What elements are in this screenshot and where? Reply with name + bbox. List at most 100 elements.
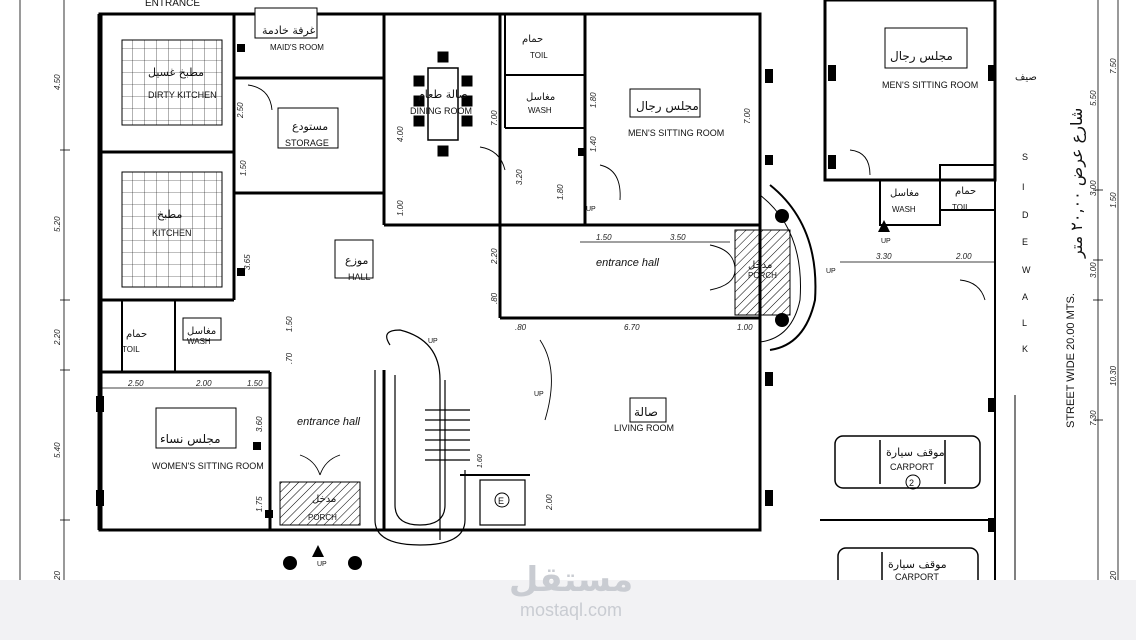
dim-text: 1.50 — [247, 379, 263, 388]
room-en-carport-1: CARPORT — [890, 462, 934, 472]
dim-text: 2.50 — [236, 102, 245, 119]
dim-text: 5.20 — [53, 216, 62, 232]
dim-text: 7.30 — [1089, 410, 1098, 426]
dim-text: 5.50 — [1089, 90, 1098, 106]
maids-room-tag — [254, 7, 318, 39]
room-ar-maids: غرفة خادمة — [262, 24, 316, 37]
car-number-circle — [905, 474, 921, 490]
room-ar-womens: مجلس نساء — [160, 432, 221, 447]
sidewalk-letter: A — [1022, 292, 1028, 302]
dim-text: 7.00 — [743, 108, 752, 124]
dim-text: 4.00 — [396, 126, 405, 142]
dim-text: 1.80 — [556, 184, 565, 200]
dim-text: .70 — [285, 352, 294, 364]
porch-right-floor — [734, 229, 791, 316]
dim-text: 2.20 — [490, 248, 499, 265]
dim-text: 1.75 — [255, 496, 264, 512]
dim-text: 1.60 — [477, 454, 484, 468]
mens-sitting-1-tag — [629, 88, 701, 118]
up-label: UP — [317, 561, 327, 568]
room-en-entrance-hall-1: entrance hall — [596, 257, 660, 269]
watermark-logo: مستقل — [508, 560, 634, 600]
dim-text: 3.30 — [876, 252, 892, 261]
dim-text: 10.30 — [1109, 365, 1118, 386]
sidewalk-letter: E — [1022, 237, 1028, 247]
dim-text: 2.50 — [127, 379, 144, 388]
staircase — [374, 329, 526, 546]
up-arrow-icon — [312, 545, 324, 557]
room-en-storage: STORAGE — [285, 138, 329, 148]
carport-cars — [834, 435, 981, 580]
dim-text: 1.00 — [396, 200, 405, 216]
room-ar-dining: صالة طعام — [418, 88, 468, 101]
room-en-wash-top: WASH — [528, 106, 552, 115]
room-en-entrance-hall-2: entrance hall — [297, 416, 361, 428]
dim-text: 1.50 — [1109, 192, 1118, 208]
up-label: UP — [881, 238, 891, 245]
up-label: UP — [534, 391, 544, 398]
room-en-mens-2: MEN'S SITTING ROOM — [882, 80, 978, 90]
dining-table — [413, 51, 473, 157]
dim-text: 6.70 — [624, 323, 640, 332]
room-en-porch-1: PORCH — [748, 271, 777, 280]
room-labels: ENTRANCE غرفة خادمة MAID'S ROOM مطبخ غسي… — [122, 0, 1037, 580]
dim-text: 3.20 — [515, 169, 524, 185]
bay-curve-inner — [759, 194, 801, 343]
up-label: UP — [428, 338, 438, 345]
room-en-kitchen: KITCHEN — [152, 228, 192, 238]
sidewalk-letter: K — [1022, 344, 1028, 354]
elevator-circle — [494, 492, 510, 508]
dim-text: 5.40 — [53, 442, 62, 458]
elevator-label: E — [498, 496, 504, 506]
dim-text: 20 — [53, 571, 62, 580]
car-number: 2 — [909, 478, 914, 488]
floor-plan-sheet: ENTRANCE غرفة خادمة MAID'S ROOM مطبخ غسي… — [0, 0, 1136, 580]
room-en-womens: WOMEN'S SITTING ROOM — [152, 461, 264, 471]
floor-plan-drawing: ENTRANCE غرفة خادمة MAID'S ROOM مطبخ غسي… — [19, 0, 1119, 580]
room-en-toilet-top: TOIL — [530, 51, 548, 60]
dim-text: .80 — [490, 292, 499, 304]
room-en-mens-1: MEN'S SITTING ROOM — [628, 128, 724, 138]
room-en-toilet-left: TOIL — [122, 345, 140, 354]
dim-text: 2.00 — [955, 252, 972, 261]
doors — [247, 84, 986, 476]
dim-text: 1.50 — [285, 316, 294, 332]
room-ar-mens-2: مجلس رجال — [890, 49, 953, 64]
room-ar-carport-2: موقف سيارة — [888, 558, 947, 571]
room-ar-mens-1: مجلس رجال — [636, 99, 699, 114]
dim-text: 1.80 — [589, 92, 598, 108]
room-ar-wash-right: مغاسل — [890, 188, 919, 199]
room-ar-porch-1: مدخل — [748, 260, 772, 271]
street-label-en: STREET WIDE 20.00 MTS. — [1065, 293, 1077, 428]
room-ar-carport-1: موقف سيارة — [886, 446, 945, 459]
up-markers: UP UP UP UP UP UP — [312, 206, 891, 568]
room-ar-kitchen: مطبخ — [157, 208, 182, 221]
dim-text: 3.60 — [255, 416, 264, 432]
sidewalk-letter: S — [1022, 152, 1028, 162]
womens-sitting-tag — [155, 407, 237, 449]
room-en-dining: DINING ROOM — [410, 106, 472, 116]
room-en-hall: HALL — [348, 272, 371, 282]
room-en-wash-right: WASH — [892, 205, 916, 214]
up-arrow-icon — [878, 220, 890, 232]
mens-sitting-2-tag — [884, 27, 968, 69]
street-label-ar: شارع عرض ٢٠,٠٠ متر — [1067, 108, 1087, 259]
room-ar-living: صالة — [634, 405, 658, 419]
room-ar-hall: موزع — [345, 254, 369, 267]
room-en-wash-left: WASH — [187, 337, 211, 346]
dim-text: 2.00 — [195, 379, 212, 388]
dim-text: 20 — [1109, 571, 1118, 580]
walls — [97, 0, 1016, 580]
dim-text: 3.50 — [670, 233, 686, 242]
dim-text: 2.20 — [53, 329, 62, 346]
room-en-toilet-right: TOIL — [952, 203, 970, 212]
room-label-entrance: ENTRANCE — [145, 0, 200, 9]
bay-curve — [769, 184, 817, 351]
dim-text: .80 — [515, 323, 527, 332]
sidewalk-letter: D — [1022, 210, 1029, 220]
sidewalk-letter: L — [1022, 318, 1027, 328]
dim-text: 2.00 — [545, 494, 554, 511]
room-ar-wc-small: صيف — [1015, 72, 1037, 83]
porch-left-floor — [279, 481, 361, 526]
room-ar-storage: مستودع — [292, 120, 328, 133]
